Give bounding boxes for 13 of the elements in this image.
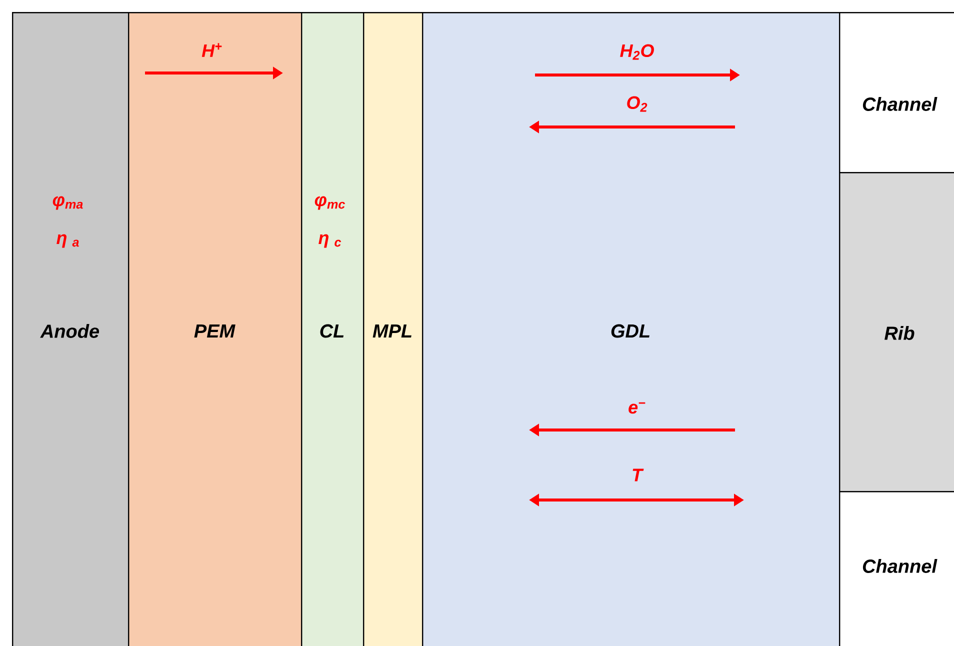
layer-band: Channel bbox=[839, 12, 954, 174]
flux-label: e$^{−}$ bbox=[628, 402, 646, 414]
flux-label: H$_{2}$O bbox=[620, 44, 654, 60]
layer-band: Channel bbox=[839, 491, 954, 646]
flux-label: φ$_{mc}$ bbox=[314, 196, 345, 210]
flux-label: H$^{+}$ bbox=[202, 43, 222, 57]
layer-band: MPL bbox=[363, 12, 424, 646]
flux-label: φ$_{ma}$ bbox=[52, 196, 83, 210]
flux-label: O$_{2}$ bbox=[627, 96, 648, 112]
flux-label: η $_{c}$ bbox=[318, 234, 342, 248]
layer-band: Rib bbox=[839, 172, 954, 492]
flux-label: T bbox=[632, 468, 644, 482]
flux-label: η $_{a}$ bbox=[56, 234, 79, 248]
